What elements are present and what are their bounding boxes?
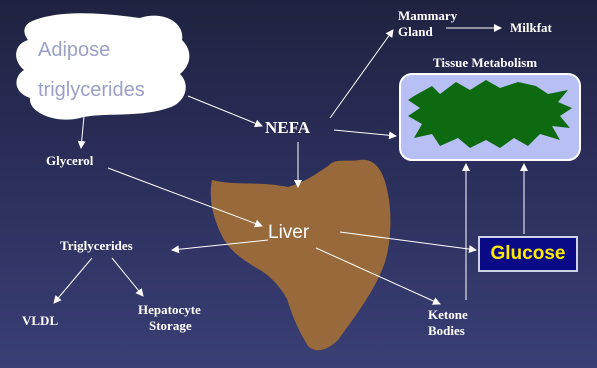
arrow-nefa-to-mammary	[330, 30, 393, 118]
adipose-label-line1: Adipose	[38, 38, 110, 62]
nefa-label: NEFA	[265, 118, 310, 138]
liver-shape	[211, 160, 391, 350]
mammary-gland-label-line2: Gland	[398, 24, 433, 39]
arrow-triglycerides-to-vldl	[54, 258, 92, 303]
glucose-box: Glucose	[478, 236, 578, 272]
adipose-cloud	[16, 13, 189, 119]
hepatocyte-storage-label-line2: Storage	[149, 318, 192, 333]
mammary-gland-label-line1: Mammary	[398, 8, 457, 23]
glucose-label: Glucose	[491, 243, 566, 265]
ketone-bodies-label-line1: Ketone	[428, 307, 468, 322]
hepatocyte-storage-label-line1: Hepatocyte	[138, 302, 201, 317]
milkfat-label: Milkfat	[510, 20, 552, 35]
tissue-metabolism-label: Tissue Metabolism	[433, 55, 537, 70]
ketone-bodies-label-line2: Bodies	[428, 323, 465, 338]
adipose-label-line2: triglycerides	[38, 78, 145, 102]
liver-label: Liver	[268, 222, 309, 244]
arrow-nefa-to-tissue	[334, 130, 396, 136]
vldl-label: VLDL	[22, 313, 58, 328]
triglycerides-label: Triglycerides	[60, 238, 133, 253]
arrow-triglycerides-to-hepatocyte	[112, 258, 143, 296]
glycerol-label: Glycerol	[46, 153, 93, 168]
arrow-adipose-to-glycerol	[81, 116, 84, 148]
arrow-adipose-to-nefa	[188, 96, 262, 126]
